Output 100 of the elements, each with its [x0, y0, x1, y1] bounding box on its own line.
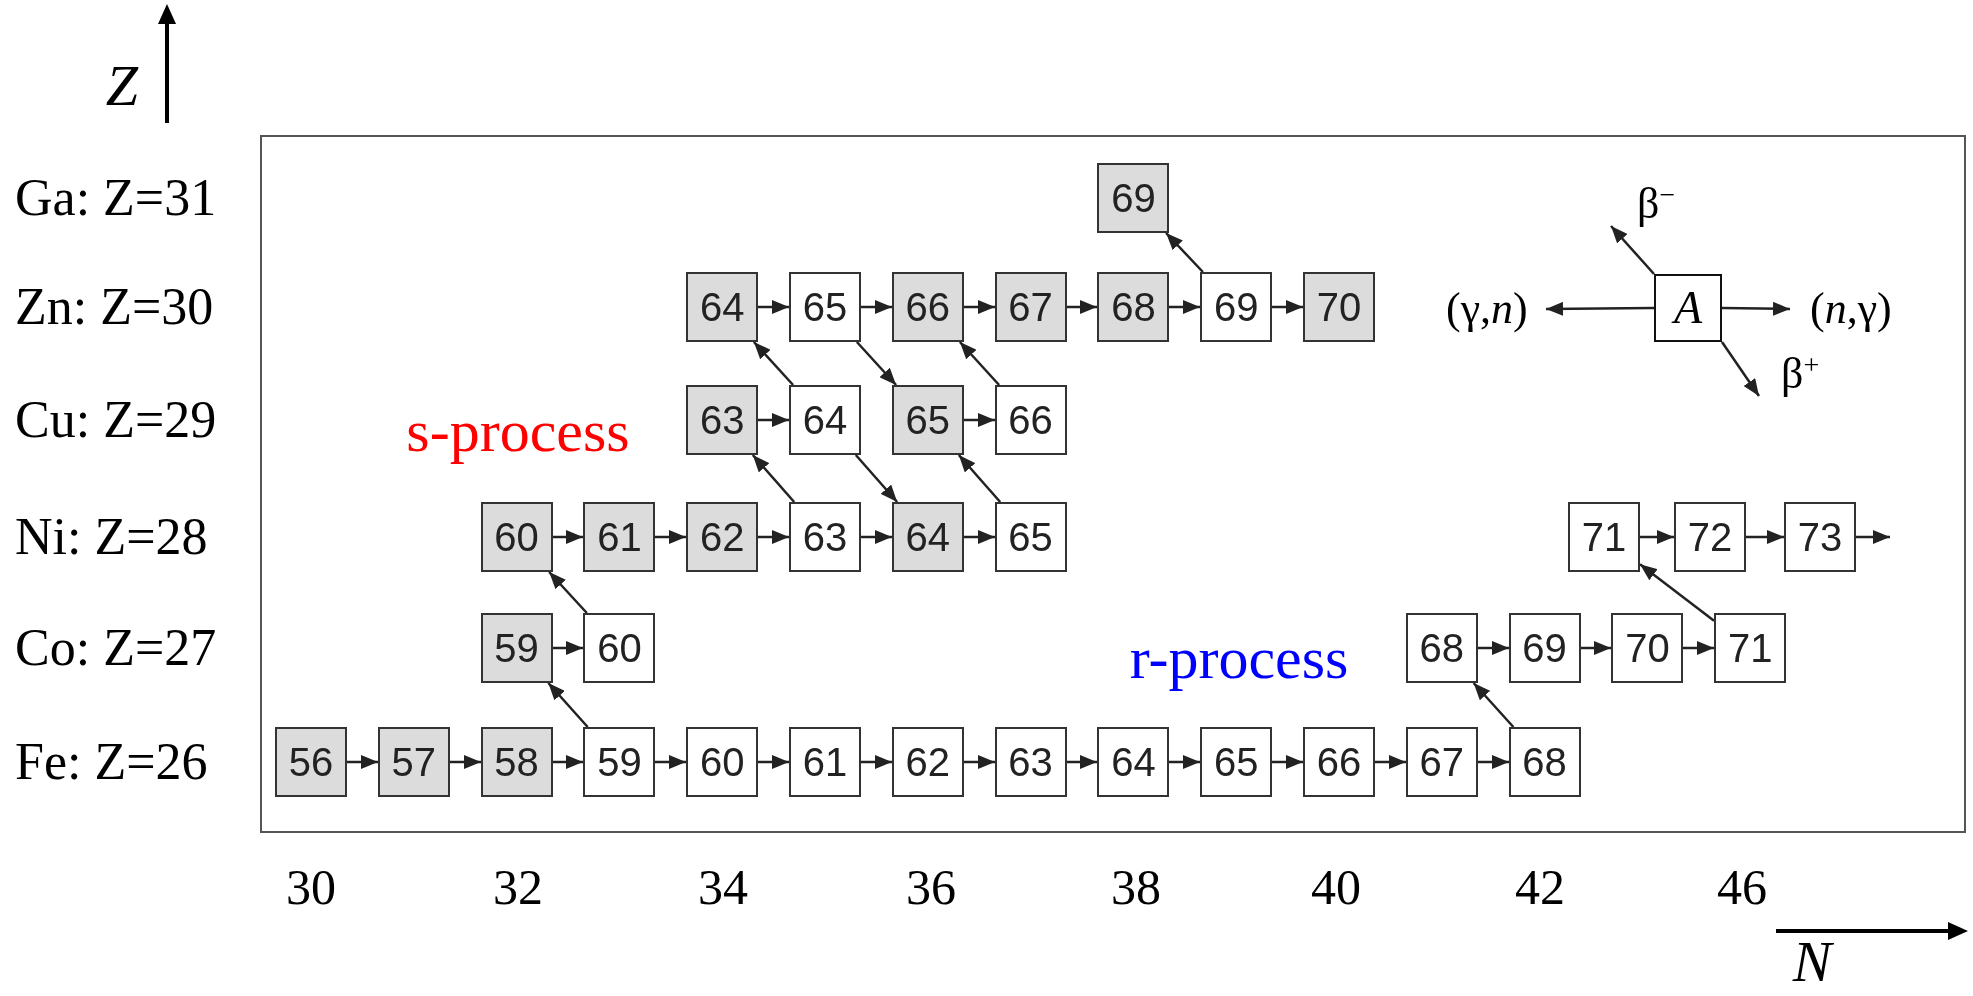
nuclide-box: 57 — [377, 727, 450, 797]
arrow — [1272, 755, 1303, 769]
arrow — [964, 530, 995, 544]
arrow — [347, 755, 378, 769]
arrow — [1472, 682, 1515, 728]
element-label: Ni: Z=28 — [15, 511, 208, 563]
nuclide-box: 63 — [994, 727, 1067, 797]
arrow — [758, 300, 789, 314]
arrow — [1169, 300, 1200, 314]
arrow — [1720, 341, 1761, 397]
arrow — [964, 755, 995, 769]
reaction-label: (γ,n) — [1446, 287, 1546, 331]
arrow — [964, 300, 995, 314]
arrow — [1478, 755, 1509, 769]
arrow — [553, 755, 583, 769]
nuclide-box: 64 — [891, 502, 964, 572]
arrow — [1478, 641, 1509, 655]
tick-label: 46 — [1717, 862, 1767, 912]
arrow — [553, 641, 583, 655]
arrow — [1067, 755, 1097, 769]
nuclide-box: 71 — [1714, 613, 1787, 683]
arrow — [1581, 641, 1611, 655]
arrow — [655, 530, 686, 544]
element-label: Zn: Z=30 — [15, 281, 214, 333]
arrow — [1610, 225, 1655, 275]
nuclide-box: 61 — [789, 727, 861, 797]
arrow — [751, 454, 796, 503]
nuclide-box: 61 — [583, 502, 656, 572]
nuclide-box: 63 — [789, 502, 861, 572]
axis-label: Z — [105, 57, 139, 115]
nuclide-box: 65 — [1200, 727, 1273, 797]
arrow — [1640, 530, 1674, 544]
nuclide-box: 56 — [275, 727, 347, 797]
arrow — [957, 454, 1002, 503]
tick-label: 36 — [906, 862, 956, 912]
element-label: Co: Z=27 — [15, 622, 217, 674]
nuclide-box: 59 — [583, 727, 656, 797]
nuclide-box: 59 — [480, 613, 553, 683]
nuclide-box: 68 — [1508, 727, 1581, 797]
nuclide-box: 64 — [789, 385, 861, 455]
axis-label: N — [1792, 933, 1832, 991]
nuclide-box: 64 — [1097, 727, 1170, 797]
arrow — [1375, 755, 1406, 769]
nuclide-box: 69 — [1200, 272, 1273, 342]
nuclide-box: 65 — [994, 502, 1067, 572]
arrow — [450, 755, 481, 769]
reaction-label: (n,γ) — [1790, 287, 1892, 331]
arrow — [1067, 300, 1097, 314]
arrow — [1722, 301, 1790, 316]
nuclide-box: 65 — [789, 272, 861, 342]
arrow — [553, 530, 583, 544]
arrow — [861, 755, 892, 769]
arrow — [1683, 641, 1714, 655]
arrow — [1272, 300, 1303, 314]
nuclide-box: 58 — [480, 727, 553, 797]
tick-label: 40 — [1311, 862, 1361, 912]
arrow — [752, 341, 795, 386]
arrow — [655, 755, 686, 769]
nuclide-box: 70 — [1303, 272, 1375, 342]
arrow — [548, 571, 588, 614]
tick-label: 34 — [698, 862, 748, 912]
nuclide-box: 72 — [1674, 502, 1746, 572]
nuclide-box: 70 — [1611, 613, 1684, 683]
nuclide-box: 60 — [583, 613, 656, 683]
nuclide-box: 62 — [891, 727, 964, 797]
nuclide-box: 66 — [1303, 727, 1375, 797]
element-label: Fe: Z=26 — [15, 736, 208, 788]
arrow — [1165, 232, 1204, 273]
arrow — [861, 300, 892, 314]
legend-box: A — [1654, 274, 1722, 342]
arrow — [758, 530, 789, 544]
arrow — [1639, 563, 1715, 622]
arrow — [758, 413, 789, 427]
nuclide-box: 63 — [686, 385, 759, 455]
nuclide-box: 69 — [1097, 163, 1170, 233]
arrow — [1169, 755, 1200, 769]
nuclide-box: 64 — [686, 272, 759, 342]
reaction-label: β$^{−}$ — [1611, 182, 1676, 226]
arrow — [1856, 530, 1890, 544]
nuclide-box: 62 — [686, 502, 759, 572]
element-label: Ga: Z=31 — [15, 172, 217, 224]
nuclide-box: 71 — [1568, 502, 1640, 572]
nuclide-box: 60 — [480, 502, 553, 572]
nuclide-box: 67 — [1405, 727, 1478, 797]
arrow — [855, 341, 898, 386]
arrow — [964, 413, 995, 427]
arrow — [854, 454, 899, 503]
arrow — [958, 341, 1001, 386]
reaction-label: β$^{+}$ — [1759, 352, 1820, 396]
nuclide-box: 66 — [891, 272, 964, 342]
nuclide-box: 60 — [686, 727, 759, 797]
tick-label: 42 — [1515, 862, 1565, 912]
element-label: Cu: Z=29 — [15, 394, 217, 446]
nuclide-box: 68 — [1097, 272, 1170, 342]
tick-label: 32 — [493, 862, 543, 912]
arrow — [861, 530, 892, 544]
nuclide-box: 73 — [1784, 502, 1856, 572]
nuclide-box: 65 — [891, 385, 964, 455]
tick-label: 30 — [286, 862, 336, 912]
nuclide-box: 69 — [1508, 613, 1581, 683]
